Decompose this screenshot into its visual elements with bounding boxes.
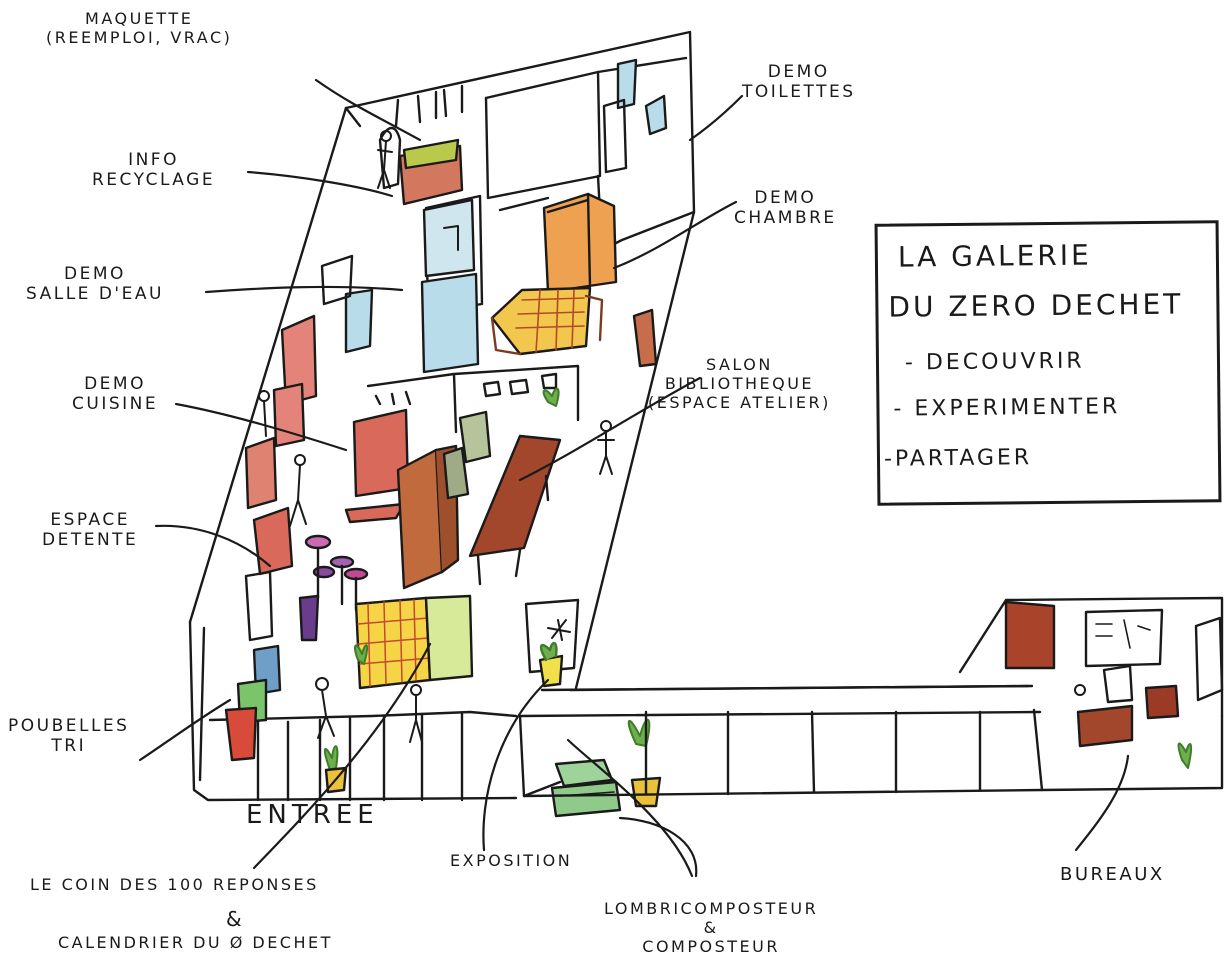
label-lombricomposteur-line3: COMPOSTEUR [642, 936, 780, 956]
title-line-1: LA GALERIE [897, 238, 1092, 274]
label-poubelles-tri-line2: TRI [51, 736, 87, 757]
label-espace-detente-line1: ESPACE [50, 510, 130, 530]
bullet-partager: -PARTAGER [883, 445, 1033, 472]
label-lombricomposteur-line1: LOMBRICOMPOSTEUR [604, 899, 819, 918]
label-maquette-line1: MAQUETTE [85, 9, 194, 28]
label-poubelles-tri: POUBELLES TRI [8, 716, 129, 756]
wardrobe [542, 192, 618, 294]
label-maquette: MAQUETTE (REEMPLOI, VRAC) [46, 9, 233, 48]
label-exposition: EXPOSITION [450, 851, 573, 870]
label-salon-bibliotheque-line2: BIBLIOTHEQUE [664, 373, 815, 393]
armchair [442, 410, 492, 500]
gallery-title-box: LA GALERIE DU ZERO DECHET - DECOUVRIR - … [874, 220, 1222, 506]
bathroom-blocks [344, 58, 668, 374]
mockup-crate [378, 126, 464, 206]
label-salon-bibliotheque: SALON BIBLIOTHEQUE (ESPACE ATELIER) [648, 355, 831, 413]
relax-stools [298, 534, 369, 642]
exposition-corner [524, 598, 580, 688]
label-demo-cuisine-line1: DEMO [84, 374, 146, 394]
plants [324, 387, 1193, 771]
bullet-experimenter: - EXPERIMENTER [893, 394, 1121, 422]
label-entree: ENTREE [246, 800, 379, 830]
label-lombricomposteur-line2: & [703, 917, 719, 937]
label-espace-detente-line2: DETENTE [42, 530, 139, 551]
library-partition [366, 364, 580, 434]
bullet-decouvrir: - DECOUVRIR [904, 348, 1085, 376]
label-salon-bibliotheque-line3: (ESPACE ATELIER) [648, 392, 831, 412]
label-demo-toilettes-line1: DEMO [767, 62, 830, 82]
bookshelf [396, 444, 460, 590]
sorting-bins [224, 570, 282, 762]
label-demo-salle-eau: DEMO SALLE D'EAU [26, 264, 164, 304]
label-maquette-line2: (REEMPLOI, VRAC) [46, 27, 233, 47]
title-line-2: DU ZERO DECHET [888, 287, 1184, 324]
label-bureaux: BUREAUX [1060, 864, 1165, 885]
label-salon-bibliotheque-line1: SALON [706, 355, 773, 374]
label-espace-detente: ESPACE DETENTE [42, 510, 138, 550]
label-lombricomposteur: LOMBRICOMPOSTEUR & COMPOSTEUR [604, 899, 819, 957]
label-demo-cuisine: DEMO CUISINE [72, 374, 158, 414]
label-demo-toilettes: DEMO TOILETTES [742, 62, 856, 102]
label-demo-cuisine-line2: CUISINE [72, 394, 159, 415]
label-calendrier-ampersand: & [226, 907, 245, 931]
label-demo-toilettes-line2: TOILETTES [742, 82, 856, 103]
label-coin-100-reponses: LE COIN DES 100 REPONSES [30, 875, 319, 894]
offices [958, 596, 1224, 792]
corridor [518, 684, 1044, 798]
label-info-recyclage: INFO RECYCLAGE [92, 150, 215, 190]
composters [550, 758, 622, 818]
kitchen-units [244, 254, 410, 576]
answers-corner [354, 594, 474, 690]
label-demo-chambre-line1: DEMO [754, 188, 817, 208]
leader-lines [138, 78, 1130, 878]
label-demo-chambre-line2: CHAMBRE [734, 208, 837, 229]
label-demo-chambre: DEMO CHAMBRE [734, 188, 837, 228]
gallery-walls [188, 30, 696, 802]
label-info-recyclage-line2: RECYCLAGE [92, 170, 216, 191]
bed [490, 286, 658, 368]
label-calendrier: CALENDRIER DU Ø DECHET [58, 933, 333, 952]
label-info-recyclage-line1: INFO [128, 150, 179, 170]
label-poubelles-tri-line1: POUBELLES [8, 716, 130, 736]
workshop-table [468, 434, 562, 586]
label-demo-salle-eau-line1: DEMO [64, 264, 126, 284]
label-demo-salle-eau-line2: SALLE D'EAU [26, 284, 164, 305]
